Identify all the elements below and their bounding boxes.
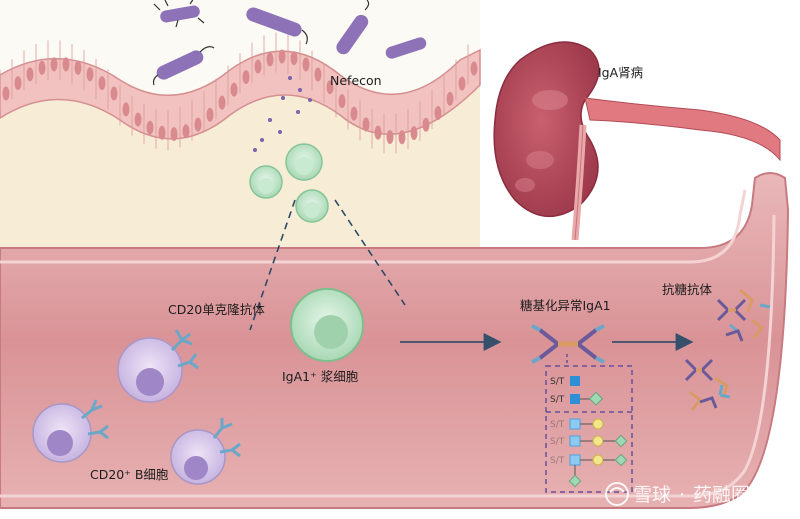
- renal-artery: [584, 97, 781, 162]
- zoom-lines: [249, 199, 406, 331]
- epithelial-nucleus: [182, 124, 190, 139]
- epithelial-nucleus: [230, 82, 238, 97]
- epithelial-nucleus: [74, 60, 82, 75]
- epithelial-nucleus: [110, 86, 118, 101]
- gd-iga1-label: 糖基化异常IgA1: [520, 298, 611, 313]
- bacteria-group: [152, 0, 427, 86]
- epithelial-nucleus: [158, 125, 166, 140]
- iga-nephropathy-label: IgA肾病: [598, 65, 643, 80]
- epithelial-nucleus: [50, 57, 58, 72]
- bacterium: [385, 37, 427, 59]
- epithelial-nucleus: [398, 130, 406, 145]
- cd20-antibody-label: CD20单克隆抗体: [168, 302, 265, 317]
- nefecon-label: Nefecon: [330, 73, 382, 88]
- epithelial-nucleus: [386, 130, 394, 145]
- epithelial-nucleus: [134, 112, 142, 127]
- glycan-box: [545, 365, 633, 493]
- gd-iga1-molecule: [531, 324, 605, 364]
- bacterium: [336, 0, 370, 55]
- kidney-body: [493, 41, 600, 218]
- st-label: S/T: [550, 437, 565, 447]
- epithelial-nucleus: [374, 125, 382, 140]
- st-label: S/T: [550, 377, 565, 387]
- epithelial-nucleus: [38, 60, 46, 75]
- epithelial-nucleus: [2, 86, 10, 101]
- epithelial-nucleus: [422, 117, 430, 132]
- epithelial-nucleus: [470, 61, 478, 76]
- epithelial-nucleus: [410, 126, 418, 141]
- nefecon-particles: [253, 76, 312, 152]
- iga1-plasma-cell: [290, 288, 364, 362]
- bacterium: [153, 0, 205, 28]
- st-label: S/T: [550, 395, 565, 405]
- epithelial-nucleus: [326, 80, 334, 95]
- watermark-brand: 雪球: [633, 484, 671, 506]
- epithelial-nucleus: [254, 59, 262, 74]
- cd20-antibodies: [81, 329, 241, 458]
- epithelial-nucleus: [278, 49, 286, 64]
- plasma-cell-label: IgA1⁺ 浆细胞: [282, 369, 359, 384]
- epithelial-nucleus: [266, 52, 274, 67]
- immune-complex-upper: [716, 288, 771, 342]
- epithelial-nucleus: [242, 70, 250, 85]
- epithelial-nucleus: [194, 117, 202, 132]
- st-label: S/T: [550, 420, 565, 430]
- epithelial-nucleus: [122, 102, 130, 117]
- st-label: S/T: [550, 456, 565, 466]
- anti-glycan-label: 抗糖抗体: [662, 282, 713, 297]
- bacterium: [246, 7, 308, 45]
- epithelial-nucleus: [146, 120, 154, 135]
- epithelial-nucleus: [62, 57, 70, 72]
- epithelial-nucleus: [446, 91, 454, 106]
- epithelial-nucleus: [362, 117, 370, 132]
- kidney: [493, 41, 781, 241]
- bacterium: [152, 46, 215, 86]
- epithelial-nucleus: [218, 95, 226, 110]
- epithelial-nucleus: [302, 57, 310, 72]
- plasma-cell-cluster: [249, 143, 329, 223]
- watermark-author: 药融圈: [693, 484, 750, 506]
- b-cell: [170, 429, 226, 485]
- epithelial-nucleus: [350, 106, 358, 121]
- epithelial-nucleus: [14, 76, 22, 91]
- b-cell: [117, 337, 183, 403]
- immune-complex-lower: [684, 358, 731, 411]
- intestinal-epithelium: [0, 32, 481, 154]
- epithelial-nucleus: [86, 67, 94, 82]
- b-cell: [32, 403, 92, 463]
- epithelial-nucleus: [314, 67, 322, 82]
- watermark: 雪球 · 药融圈: [605, 482, 750, 506]
- epithelial-nucleus: [290, 51, 298, 66]
- epithelial-nucleus: [26, 67, 34, 82]
- epithelial-nucleus: [206, 107, 214, 122]
- epithelial-nucleus: [458, 76, 466, 91]
- glycan-structures: S/T S/T S/T S/T S/T: [550, 376, 628, 488]
- epithelial-nucleus: [170, 127, 178, 142]
- epithelial-nucleus: [98, 76, 106, 91]
- epithelial-nucleus: [434, 106, 442, 121]
- watermark-separator: ·: [679, 484, 685, 506]
- b-cell-label: CD20⁺ B细胞: [90, 467, 169, 482]
- epithelial-nucleus: [338, 94, 346, 109]
